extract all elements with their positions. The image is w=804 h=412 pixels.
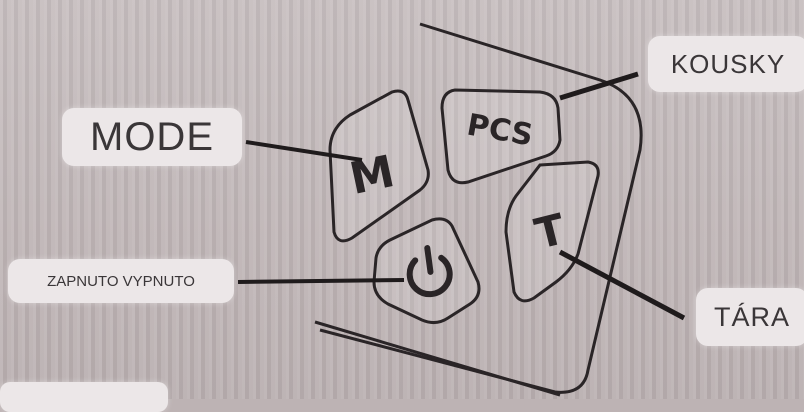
kousky-leader-line	[559, 71, 639, 101]
panel-outline	[319, 22, 643, 394]
tara-leader-line	[558, 249, 686, 321]
kousky-label: KOUSKY	[648, 36, 804, 92]
tare-key[interactable]: T	[504, 160, 600, 303]
bottom-label-partial	[0, 382, 168, 412]
mode-key[interactable]: M	[328, 89, 430, 243]
tara-label: TÁRA	[696, 288, 804, 346]
mode-label: MODE	[62, 108, 242, 166]
scale-keypad-panel: M PCS T	[237, 22, 686, 397]
panel-edge-bottom	[314, 320, 561, 397]
power-label: ZAPNUTO VYPNUTO	[8, 259, 234, 303]
power-leader-line	[237, 278, 405, 284]
power-icon	[406, 245, 453, 298]
power-key[interactable]	[372, 217, 481, 325]
mode-leader-line	[245, 140, 363, 162]
pcs-key[interactable]: PCS	[440, 88, 562, 185]
mode-key-label: M	[345, 146, 398, 205]
